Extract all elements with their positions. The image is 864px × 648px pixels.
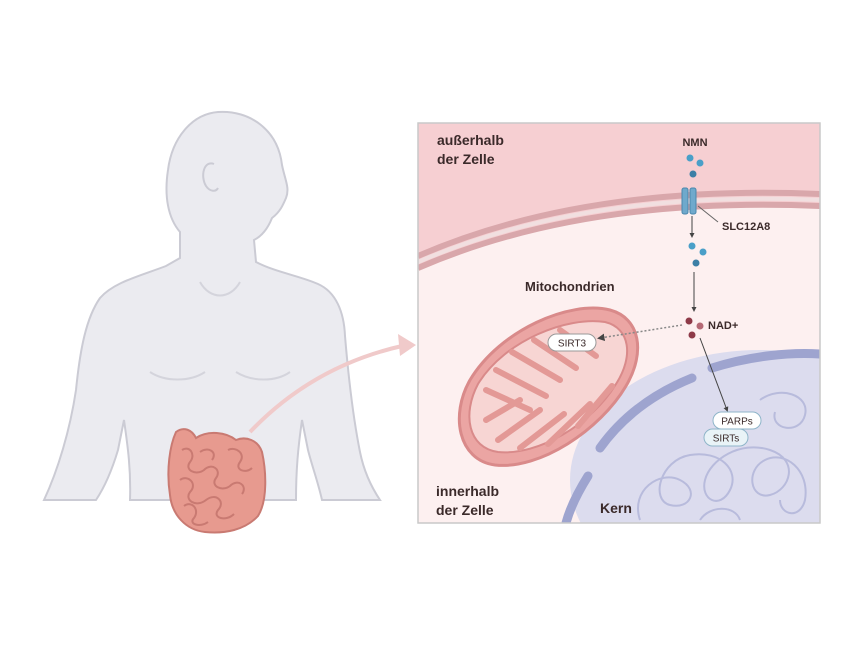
arrow-nad-to-parps bbox=[699, 337, 729, 412]
ear bbox=[202, 162, 219, 192]
nmn-label: NMN bbox=[682, 137, 707, 149]
nuclear-envelope-1 bbox=[595, 373, 697, 453]
mitochondria-label: Mitochondrien bbox=[525, 279, 615, 294]
outside-label-line2: der Zelle bbox=[437, 151, 495, 167]
cell-panel: SIRT3 PARPs SIRTs außerhalb der Zelle in… bbox=[418, 123, 820, 523]
panel-border bbox=[417, 122, 821, 524]
intestine-outline bbox=[167, 428, 267, 534]
nuclear-envelope-3 bbox=[561, 471, 593, 523]
parps-badge: PARPs bbox=[712, 411, 762, 430]
sirts-badge: SIRTs bbox=[703, 428, 749, 447]
mitochondrion-inner bbox=[468, 320, 629, 454]
sirt3-badge: SIRT3 bbox=[547, 333, 597, 352]
intestine-coils bbox=[179, 447, 253, 526]
cell-membrane-inner bbox=[418, 201, 820, 271]
intestine-illustration bbox=[167, 428, 267, 534]
collar-line bbox=[199, 281, 241, 297]
nad-label: NAD+ bbox=[708, 320, 738, 332]
cell-membrane-outer bbox=[418, 189, 820, 259]
human-body-illustration bbox=[42, 110, 382, 501]
nucleus-label: Kern bbox=[600, 500, 632, 516]
sirt3-label: SIRT3 bbox=[558, 339, 587, 350]
nuclear-envelope-2 bbox=[707, 349, 820, 373]
sirts-label: SIRTs bbox=[713, 434, 740, 445]
membrane-space bbox=[418, 196, 820, 264]
nmn-molecules-outside bbox=[686, 154, 704, 178]
transporter-label: SLC12A8 bbox=[722, 221, 770, 233]
slc12a8-transporter bbox=[681, 187, 697, 215]
arrow-nad-to-sirt3 bbox=[597, 324, 683, 341]
chromatin bbox=[637, 391, 807, 521]
outside-label-line1: außerhalb bbox=[437, 132, 504, 148]
nucleus bbox=[570, 350, 820, 523]
chest-line bbox=[149, 371, 206, 381]
parps-label: PARPs bbox=[721, 417, 753, 428]
transporter-leader-line bbox=[697, 205, 719, 223]
zoom-arrow-head bbox=[398, 334, 416, 356]
inside-label-line1: innerhalb bbox=[436, 483, 499, 499]
chest-line-2 bbox=[235, 371, 291, 381]
inside-label-line2: der Zelle bbox=[436, 502, 494, 518]
body-silhouette bbox=[42, 110, 382, 501]
nmn-molecules-inside bbox=[688, 242, 707, 267]
zoom-arrow bbox=[248, 344, 403, 434]
nad-molecules bbox=[685, 317, 704, 339]
